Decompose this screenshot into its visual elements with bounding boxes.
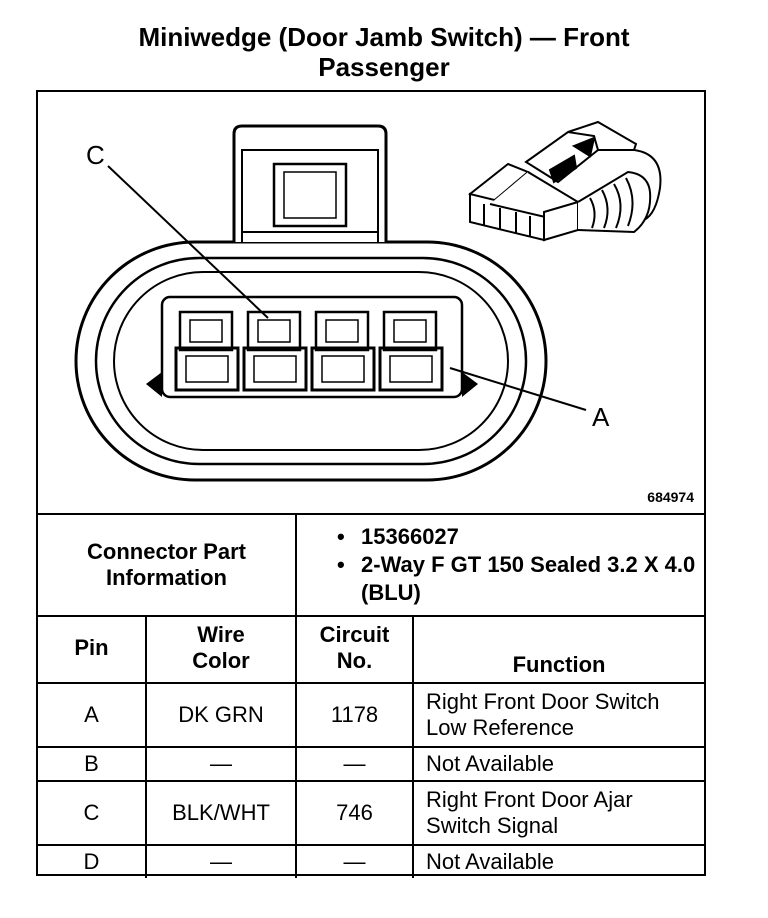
callout-a: A — [592, 402, 610, 432]
connector-info-table: Connector Part Information 15366027 2-Wa… — [38, 513, 705, 878]
header-pin: Pin — [38, 615, 147, 684]
connector-drawing: C A — [74, 120, 662, 482]
connector-part-label-line-2: Information — [106, 565, 227, 590]
circuit-cell: — — [295, 746, 415, 782]
leader-line-c — [107, 165, 269, 319]
function-cell: Not Available — [412, 844, 705, 878]
header-wire-color: Wire Color — [144, 615, 298, 684]
diagram-frame: C A 684974 — [36, 90, 706, 878]
title-line-1: Miniwedge (Door Jamb Switch) — Front — [138, 22, 630, 52]
connector-part-label-line-1: Connector Part — [87, 539, 246, 564]
locking-tab — [232, 124, 388, 242]
cavity-top-row — [178, 310, 438, 352]
function-cell: Right Front Door Ajar Switch Signal — [412, 780, 705, 846]
table-row: A DK GRN 1178 Right Front Door Switch Lo… — [38, 682, 705, 748]
connector-part-row: Connector Part Information 15366027 2-Wa… — [38, 513, 705, 617]
wire-color-cell: — — [144, 746, 298, 782]
cavity-bottom-row — [174, 346, 444, 392]
callout-c: C — [86, 140, 105, 170]
figure-number: 684974 — [647, 489, 694, 505]
circuit-cell: 1178 — [295, 682, 415, 748]
connector-part-details: 15366027 2-Way F GT 150 Sealed 3.2 X 4.0… — [295, 513, 705, 617]
table-row: B — — Not Available — [38, 746, 705, 782]
connector-3d-view — [468, 120, 662, 242]
function-cell: Not Available — [412, 746, 705, 782]
part-number: 15366027 — [337, 523, 704, 551]
pin-cell: A — [38, 682, 147, 748]
circuit-cell: 746 — [295, 780, 415, 846]
pin-cell: D — [38, 844, 147, 878]
connector-inner-lip — [113, 271, 509, 451]
table-row: D — — Not Available — [38, 844, 705, 878]
circuit-cell: — — [295, 844, 415, 878]
pin-cell: C — [38, 780, 147, 846]
leader-line-a — [449, 367, 587, 411]
wire-color-cell: BLK/WHT — [144, 780, 298, 846]
wire-color-cell: — — [144, 844, 298, 878]
function-cell: Right Front Door Switch Low Reference — [412, 682, 705, 748]
part-description: 2-Way F GT 150 Sealed 3.2 X 4.0 (BLU) — [337, 551, 704, 607]
connector-inner-shell — [94, 256, 528, 466]
table-row: C BLK/WHT 746 Right Front Door Ajar Swit… — [38, 780, 705, 846]
title-line-2: Passenger — [318, 52, 450, 82]
page-title: Miniwedge (Door Jamb Switch) — Front Pas… — [0, 22, 768, 82]
wire-color-cell: DK GRN — [144, 682, 298, 748]
table-header-row: Pin Wire Color Circuit No. Function — [38, 615, 705, 684]
pin-cell: B — [38, 746, 147, 782]
header-function: Function — [412, 615, 705, 684]
header-circuit-no: Circuit No. — [295, 615, 415, 684]
connector-part-label: Connector Part Information — [38, 513, 298, 617]
